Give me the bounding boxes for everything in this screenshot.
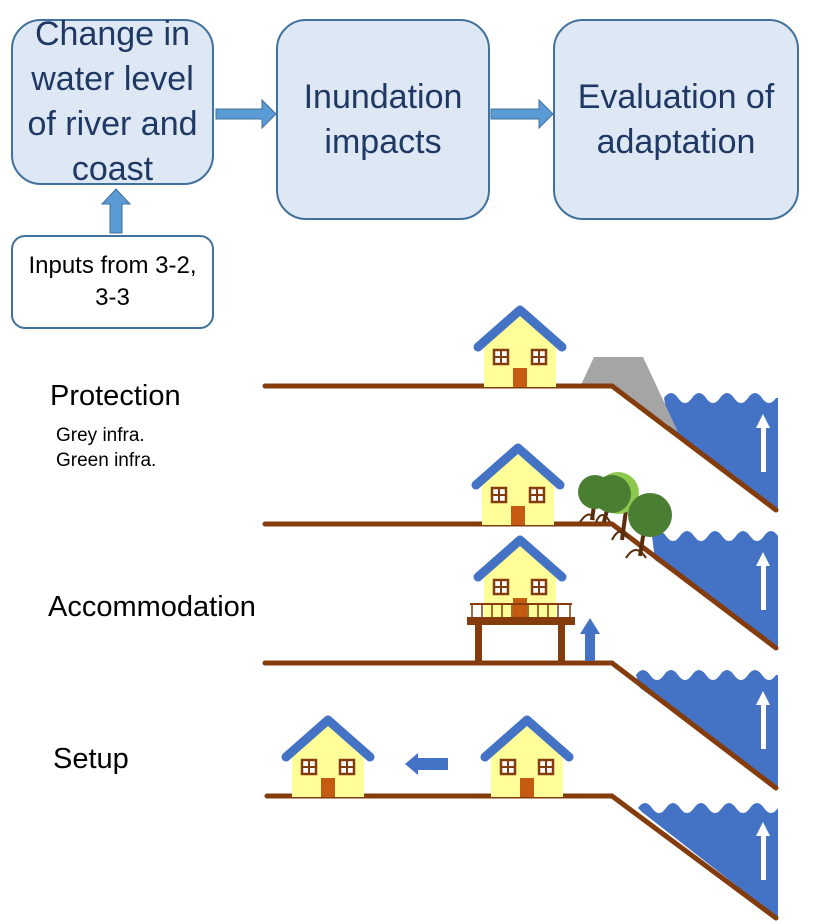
ground-line xyxy=(262,660,779,791)
setup-row xyxy=(264,720,779,921)
green-infra-label: Green infra. xyxy=(56,450,157,471)
flow-box-inundation-label: Inundation impacts xyxy=(303,77,463,161)
accommodation-row xyxy=(262,540,779,791)
ground-line xyxy=(262,383,779,513)
flow-box-inundation: Inundation impacts xyxy=(276,19,490,220)
mangrove-icon xyxy=(578,472,672,559)
seawall-icon xyxy=(581,357,678,432)
house-icon xyxy=(286,720,370,797)
protection-label: Protection xyxy=(50,380,181,412)
protection-green-row xyxy=(262,448,779,651)
flow-box-evaluation: Evaluation of adaptation xyxy=(553,19,799,220)
water-rise-arrow-icon xyxy=(761,703,766,749)
water-rise-arrow-icon xyxy=(761,564,766,610)
water-body xyxy=(636,670,778,788)
flow-box-water-level: Change in water level of river and coast xyxy=(11,15,214,188)
water-rise-arrow-icon xyxy=(761,426,766,472)
water-rise-arrow-icon xyxy=(761,834,766,880)
water-body xyxy=(638,803,778,918)
protection-grey-row xyxy=(262,310,779,513)
house-icon xyxy=(478,310,562,387)
ground-line xyxy=(262,521,779,651)
input-arrow xyxy=(100,188,132,234)
accommodation-label: Accommodation xyxy=(48,591,256,623)
flow-arrow-2 xyxy=(490,98,554,130)
grey-infra-label: Grey infra. xyxy=(56,425,145,446)
relocate-arrow-icon xyxy=(405,753,448,775)
flow-arrow-1 xyxy=(215,98,277,130)
stilt-house-icon xyxy=(467,540,575,663)
flow-box-water-level-label: Change in water level of river and coast xyxy=(27,15,198,188)
water-body xyxy=(664,393,778,510)
input-box: Inputs from 3-2, 3-3 xyxy=(11,235,214,329)
house-icon xyxy=(476,448,560,525)
ground-line xyxy=(264,793,779,921)
raise-arrow-icon xyxy=(580,618,600,661)
setup-label: Setup xyxy=(53,743,129,775)
input-box-label: Inputs from 3-2, 3-3 xyxy=(28,252,197,311)
flow-box-evaluation-label: Evaluation of adaptation xyxy=(577,77,775,161)
house-icon xyxy=(485,720,569,797)
water-body xyxy=(652,531,778,648)
